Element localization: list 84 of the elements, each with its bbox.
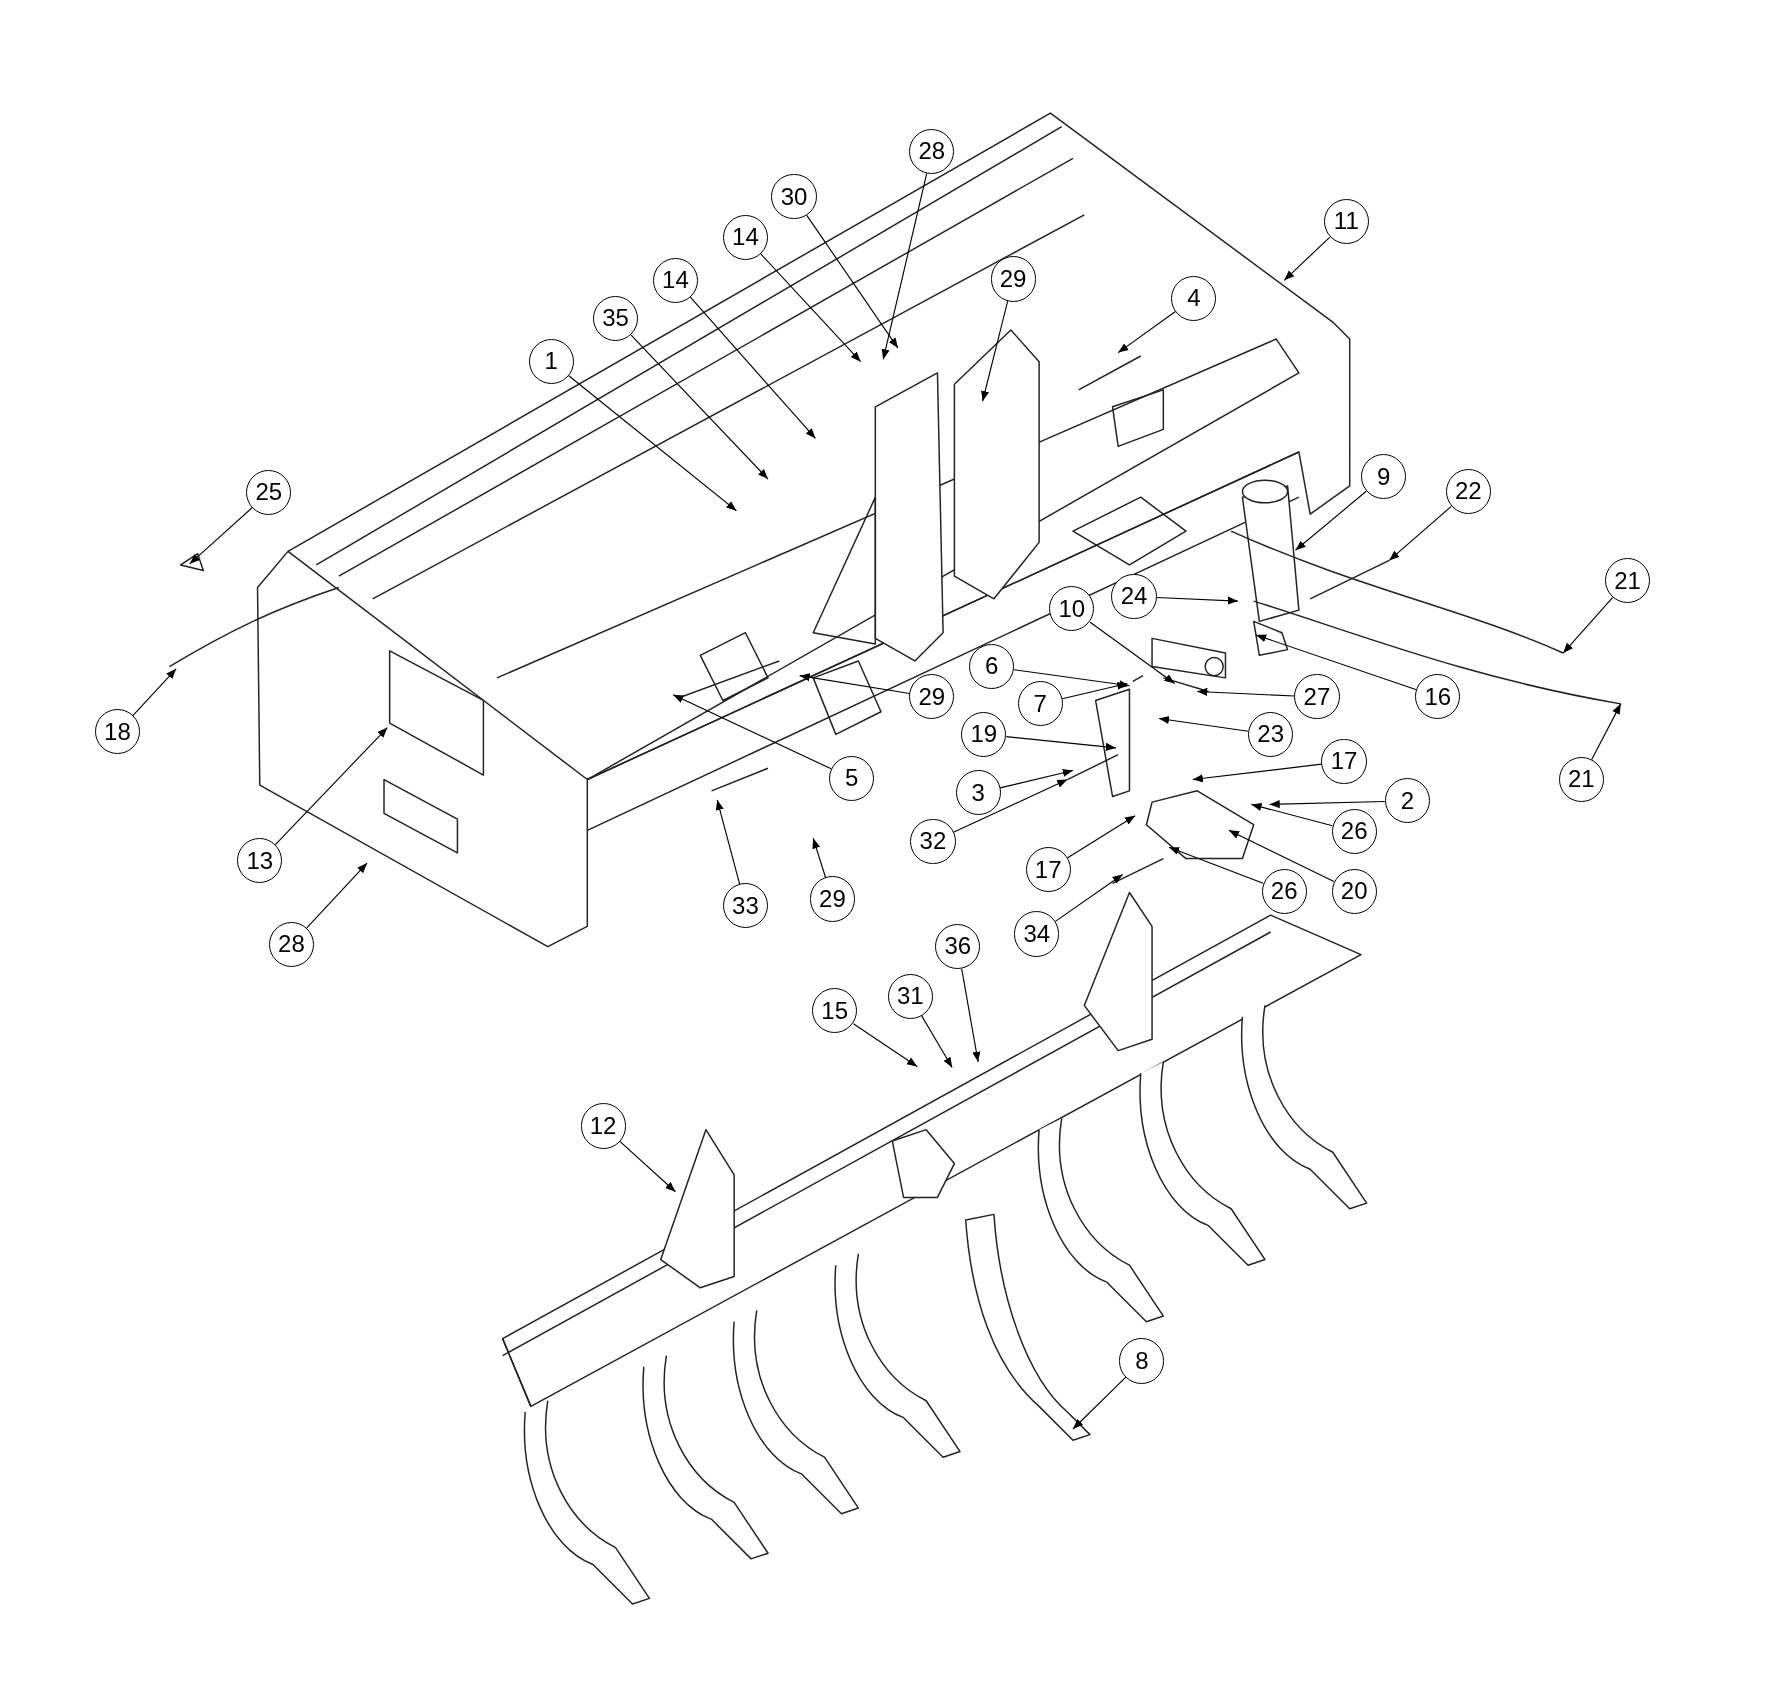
leader-line: [1158, 715, 1249, 732]
callout-number: 30: [771, 173, 817, 220]
leader-line: [1061, 681, 1128, 700]
leader-line: [689, 296, 817, 439]
callout-number: 5: [829, 755, 875, 801]
leader-line: [1388, 505, 1452, 561]
callout-number: 2: [1384, 778, 1430, 824]
callout-number: 1: [528, 338, 574, 384]
leader-line: [1591, 703, 1622, 761]
leader-line: [1013, 669, 1131, 689]
leader-line: [806, 214, 899, 349]
callout-number: 20: [1331, 868, 1377, 914]
callout-number: 23: [1248, 711, 1294, 757]
leader-line: [1054, 873, 1124, 922]
leader-line: [274, 727, 388, 846]
leader-line: [619, 1140, 676, 1193]
callout-number: 14: [722, 214, 768, 260]
leader-line: [1250, 803, 1333, 827]
callout-number: 29: [809, 876, 855, 922]
leader-line: [1192, 763, 1323, 783]
leader-line: [132, 668, 177, 717]
callout-number: 13: [237, 838, 283, 884]
leader-line: [1294, 490, 1367, 551]
callout-number: 22: [1445, 468, 1491, 514]
callout-number: 21: [1604, 557, 1651, 604]
callout-number: 28: [268, 921, 314, 967]
callout-number: 26: [1331, 808, 1377, 854]
callout-number: 15: [812, 988, 858, 1034]
leader-line: [1255, 634, 1417, 691]
leader-line: [952, 778, 1068, 833]
leader-line: [852, 1023, 918, 1067]
leader-line: [1066, 815, 1136, 859]
callout-number: 8: [1119, 1338, 1165, 1384]
leader-line: [189, 507, 253, 565]
callout-number: 26: [1261, 868, 1307, 914]
callout-number: 19: [961, 711, 1007, 757]
callout-number: 6: [969, 643, 1015, 689]
callout-number: 12: [580, 1103, 626, 1149]
leader-line: [306, 862, 368, 929]
leader-line: [1117, 310, 1177, 354]
leader-line: [1156, 596, 1239, 605]
leader-line: [961, 968, 981, 1063]
callout-number: 28: [909, 128, 955, 174]
leader-line: [1089, 621, 1176, 685]
leader-line: [715, 799, 741, 885]
callout-number: 36: [935, 923, 981, 970]
callout-number: 27: [1294, 674, 1340, 720]
callout-number: 7: [1017, 681, 1063, 727]
leader-line: [568, 375, 737, 512]
callout-number: 17: [1025, 847, 1071, 893]
leader-line: [1268, 800, 1386, 809]
callout-number: 11: [1323, 198, 1369, 244]
leader-line: [921, 1015, 953, 1069]
leader-line: [881, 173, 928, 360]
leader-line: [672, 694, 832, 770]
callout-number: 31: [887, 973, 933, 1019]
leader-line: [1072, 1376, 1127, 1430]
leader-line: [1005, 736, 1117, 751]
callout-number: 33: [722, 883, 768, 929]
callout-number: 16: [1415, 674, 1461, 720]
leader-line: [1562, 597, 1614, 654]
callout-number: 29: [909, 674, 955, 720]
callout-number: 10: [1049, 586, 1095, 632]
leader-line: [999, 768, 1074, 789]
leader-line: [981, 300, 1009, 402]
callout-number: 17: [1321, 738, 1367, 784]
callout-number: 32: [910, 818, 956, 865]
leader-line: [630, 334, 769, 480]
leader-line: [1196, 687, 1295, 697]
callout-number: 4: [1171, 275, 1217, 321]
leader-line: [1168, 846, 1264, 884]
callout-number: 29: [990, 256, 1036, 302]
callout-number: 3: [955, 770, 1001, 816]
leader-line: [760, 253, 862, 363]
callout-number: 21: [1558, 756, 1604, 802]
callout-number: 9: [1361, 454, 1407, 500]
callout-number: 35: [592, 295, 639, 342]
callout-number: 18: [94, 709, 141, 755]
leader-line: [1283, 236, 1331, 281]
callout-number: 24: [1111, 573, 1157, 619]
leader-line: [799, 673, 911, 695]
callout-number: 25: [246, 469, 292, 515]
callout-number: 14: [652, 257, 698, 303]
callout-number: 34: [1014, 911, 1060, 957]
